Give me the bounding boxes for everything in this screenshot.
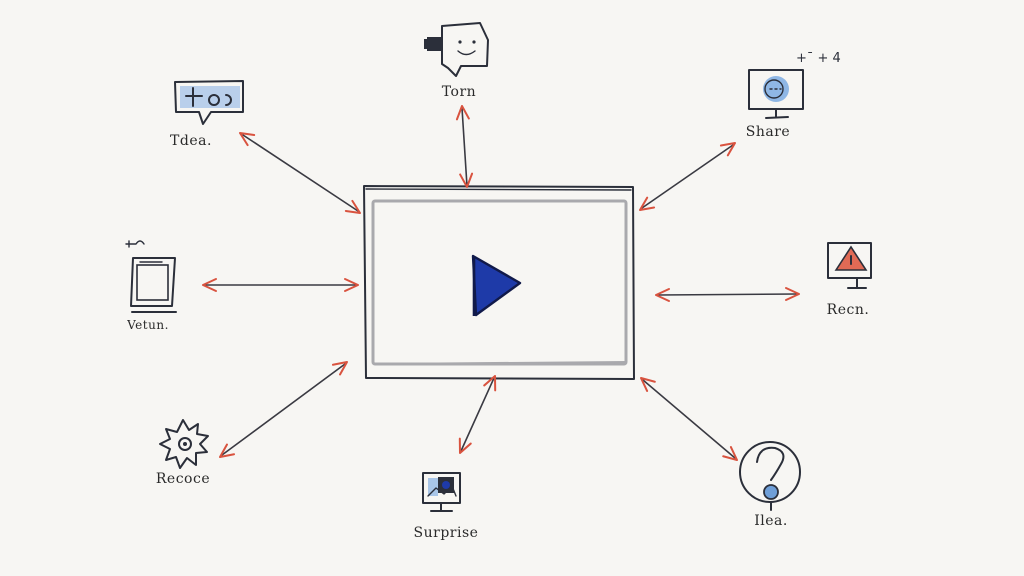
connector-bottom: [453, 372, 502, 457]
connectors: [202, 104, 800, 466]
connector-bottom-right: [636, 372, 742, 466]
speech-bubble-icon[interactable]: [174, 80, 244, 125]
node-label-share: Share: [745, 124, 791, 140]
monitor-share-icon[interactable]: +ˉ + 4: [748, 51, 841, 119]
tablet-icon[interactable]: [125, 240, 177, 313]
node-label-left: Vetun.: [127, 318, 169, 332]
warning-screen-icon[interactable]: [827, 242, 872, 289]
connector-share: [635, 137, 740, 216]
node-label-bottom-left: Recoce: [155, 471, 211, 487]
center-video-frame: [363, 185, 635, 380]
node-label-idea: Tdea.: [170, 133, 212, 149]
node-label-right: Recn.: [826, 302, 870, 318]
node-label-bottom-right: Ilea.: [754, 513, 788, 529]
share-marks: +ˉ + 4: [796, 51, 841, 66]
connector-left: [202, 278, 359, 292]
gear-burst-icon[interactable]: [159, 419, 209, 469]
photo-monitor-icon[interactable]: [422, 472, 461, 512]
connector-bottom-left: [215, 356, 352, 463]
node-label-bottom: Surprise: [413, 525, 479, 541]
play-triangle-icon[interactable]: [471, 254, 522, 317]
node-label-top: Torn: [441, 84, 477, 100]
camera-face-icon[interactable]: [424, 22, 489, 77]
connector-right: [655, 287, 800, 302]
connector-idea-top-left: [235, 126, 365, 220]
connector-top: [455, 104, 474, 189]
question-circle-icon[interactable]: [739, 441, 801, 511]
